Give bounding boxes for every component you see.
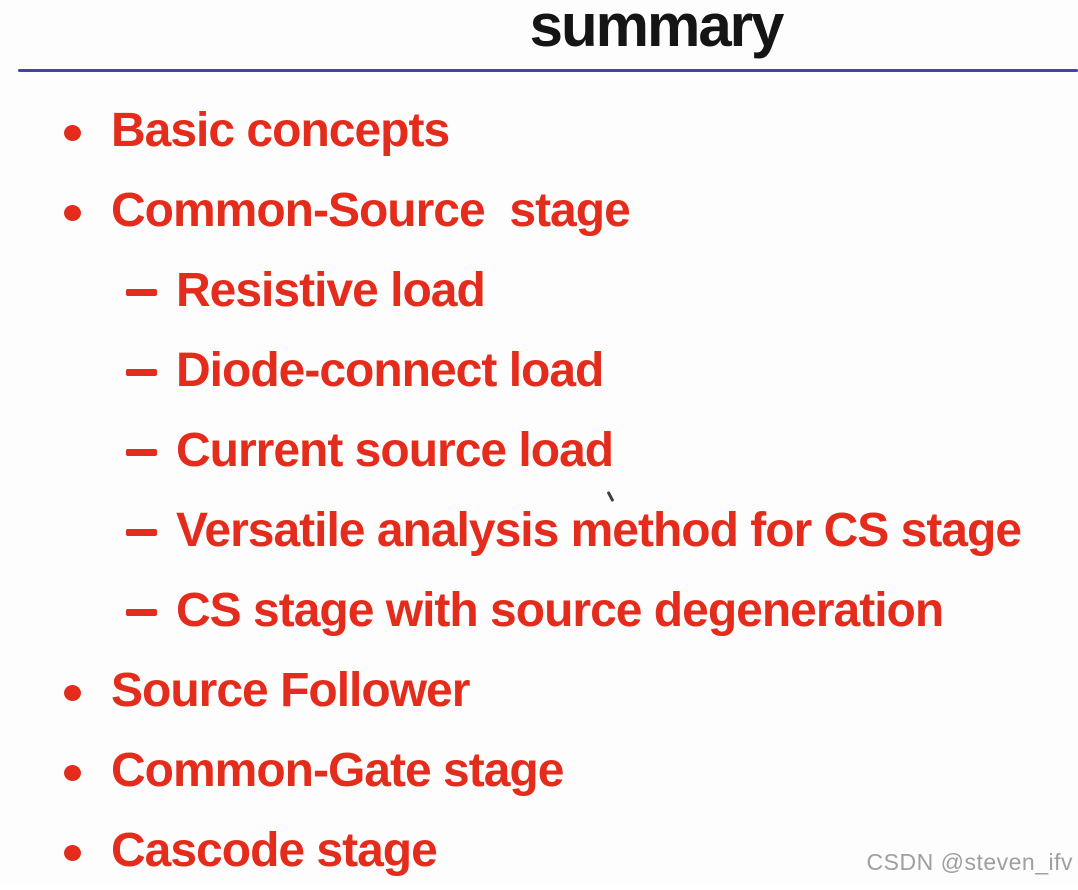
list-item-label: Common-Gate stage — [111, 743, 564, 797]
list-item: Source Follower — [0, 650, 1078, 730]
dash-bullet-icon — [126, 609, 157, 616]
page-title: summary — [529, 0, 785, 59]
list-item-label: Common-Source stage — [111, 183, 631, 237]
list-item-label: Versatile analysis method for CS stage — [176, 503, 1022, 557]
list-item: Common-Source stage — [0, 170, 1078, 250]
list-item-label: Basic concepts — [111, 103, 450, 157]
list-item: Resistive load — [0, 250, 1078, 330]
list-item: Current source load — [0, 410, 1078, 490]
list-item: Versatile analysis method for CS stage — [0, 490, 1078, 570]
list-item-label: Source Follower — [111, 663, 470, 717]
title-divider — [18, 69, 1078, 72]
list-item: Cascode stage — [0, 810, 1078, 890]
circle-bullet-icon — [64, 204, 81, 221]
list-item-label: Resistive load — [176, 263, 486, 317]
dash-bullet-icon — [126, 449, 157, 456]
dash-bullet-icon — [126, 529, 157, 536]
list-item-label: Current source load — [176, 423, 614, 477]
outline-list: Basic concepts Common-Source stage Resis… — [0, 90, 1078, 890]
list-item-label: Cascode stage — [111, 823, 438, 877]
circle-bullet-icon — [64, 684, 81, 701]
circle-bullet-icon — [64, 844, 81, 861]
dash-bullet-icon — [126, 289, 157, 296]
watermark: CSDN @steven_ifv — [866, 849, 1073, 875]
list-item: Basic concepts — [0, 90, 1078, 170]
circle-bullet-icon — [64, 764, 81, 781]
dash-bullet-icon — [126, 369, 157, 376]
list-item: Diode-connect load — [0, 330, 1078, 410]
circle-bullet-icon — [64, 124, 81, 141]
list-item: Common-Gate stage — [0, 730, 1078, 810]
list-item-label: Diode-connect load — [176, 343, 604, 397]
list-item-label: CS stage with source degeneration — [176, 583, 944, 637]
list-item: CS stage with source degeneration — [0, 570, 1078, 650]
